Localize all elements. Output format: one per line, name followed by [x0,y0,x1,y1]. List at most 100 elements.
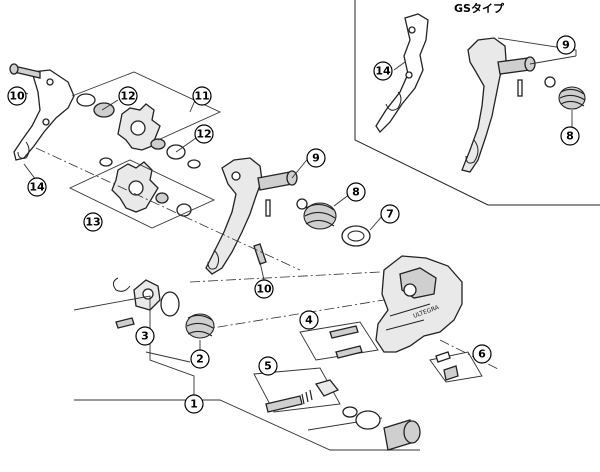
callout-9: 9 [306,148,326,168]
leader [529,55,577,65]
inset-spring [558,86,586,110]
inset-callout-14: 14 [373,61,393,81]
center-line [189,271,381,283]
b-axle-bracket [133,279,161,311]
b-tension-spring [303,202,337,230]
derailleur-body: ULTEGRA [375,255,463,353]
callout-8: 8 [346,182,366,202]
cage-bolt-lower [253,243,267,265]
svg-text:2: 2 [196,353,204,366]
pivot-washer [296,198,308,210]
leader [299,321,379,361]
small-plate [435,351,451,363]
pulley-washer [93,102,115,118]
callout-3: 3 [135,326,155,346]
callout-11: 11 [192,86,212,106]
cage-bolt-top [9,63,41,79]
inset-plate-slot [465,139,479,164]
inset-plate-slot [385,91,402,111]
callout-4: 4 [299,310,319,330]
svg-text:9: 9 [562,39,570,52]
leader [68,159,216,229]
svg-text:14: 14 [29,181,45,194]
center-line [35,147,301,271]
callout-1: 1 [184,394,204,414]
inner-cage-plate [205,157,263,275]
center-line [199,299,385,331]
return-spring [185,313,215,339]
center-line [439,339,501,371]
bracket-axle-bolt [383,419,421,451]
inset-callout-9: 9 [556,35,576,55]
leader [259,261,265,281]
leader [497,37,577,56]
pulley-washer-small [187,159,201,169]
limit-screw-high [329,325,359,339]
spring-cover-ring [341,225,371,247]
svg-text:1: 1 [190,398,198,411]
guide-pulley [111,161,159,213]
gs-type-inset: GSタイプ 14 9 8 [354,0,600,206]
outer-cage-plate [13,69,75,161]
callout-13: 13 [83,212,103,232]
pivot-pin [265,199,271,217]
leader [429,351,483,383]
pulley-dust-cap [76,93,96,107]
leader [393,61,406,71]
axle-ring [355,410,381,430]
limit-screw-low [335,345,363,359]
svg-text:13: 13 [85,216,100,229]
callout-14: 14 [27,177,47,197]
callout-6: 6 [472,344,492,364]
small-screw [443,365,459,381]
svg-text:6: 6 [478,348,486,361]
leader [74,399,420,451]
leader [175,137,197,153]
leader [145,351,191,363]
svg-text:12: 12 [196,128,211,141]
svg-text:9: 9 [312,152,320,165]
leader [23,163,37,181]
svg-text:11: 11 [194,90,209,103]
inset-callout-8: 8 [560,126,580,146]
callout-12-lower: 12 [194,124,214,144]
svg-text:3: 3 [141,330,149,343]
leader [253,367,341,413]
cable-adjuster [265,379,340,413]
inset-pivot-plate [461,37,507,173]
svg-text:12: 12 [120,90,135,103]
snap-ring [112,277,131,292]
callout-5: 5 [258,356,278,376]
guide-pulley-washer [99,157,113,167]
callout-2: 2 [190,349,210,369]
svg-text:5: 5 [264,360,272,373]
b-tension-screw [115,317,135,329]
callout-10-lower: 10 [254,279,274,299]
svg-text:10: 10 [256,283,272,296]
leader [101,99,119,111]
callout-12-upper: 12 [118,86,138,106]
guide-pulley-bushing [155,192,169,204]
callout-7: 7 [380,204,400,224]
axle-washer-small [342,406,358,418]
callout-10-top: 10 [7,86,27,106]
svg-text:8: 8 [352,186,360,199]
inset-title: GSタイプ [454,1,505,15]
inset-plate-hole [408,26,416,34]
inset-outer-plate [375,13,429,134]
inset-pin [517,79,523,97]
svg-text:4: 4 [305,314,313,327]
leader [71,71,222,141]
pulley-bushing [150,138,166,150]
b-axle-washer [160,291,180,317]
svg-text:10: 10 [9,90,25,103]
svg-text:14: 14 [375,65,391,78]
inset-plate-hole [405,71,413,79]
inset-washer [544,76,556,88]
svg-text:7: 7 [386,208,394,221]
svg-text:8: 8 [566,130,574,143]
tension-pulley [117,103,161,151]
inset-border [354,0,600,206]
